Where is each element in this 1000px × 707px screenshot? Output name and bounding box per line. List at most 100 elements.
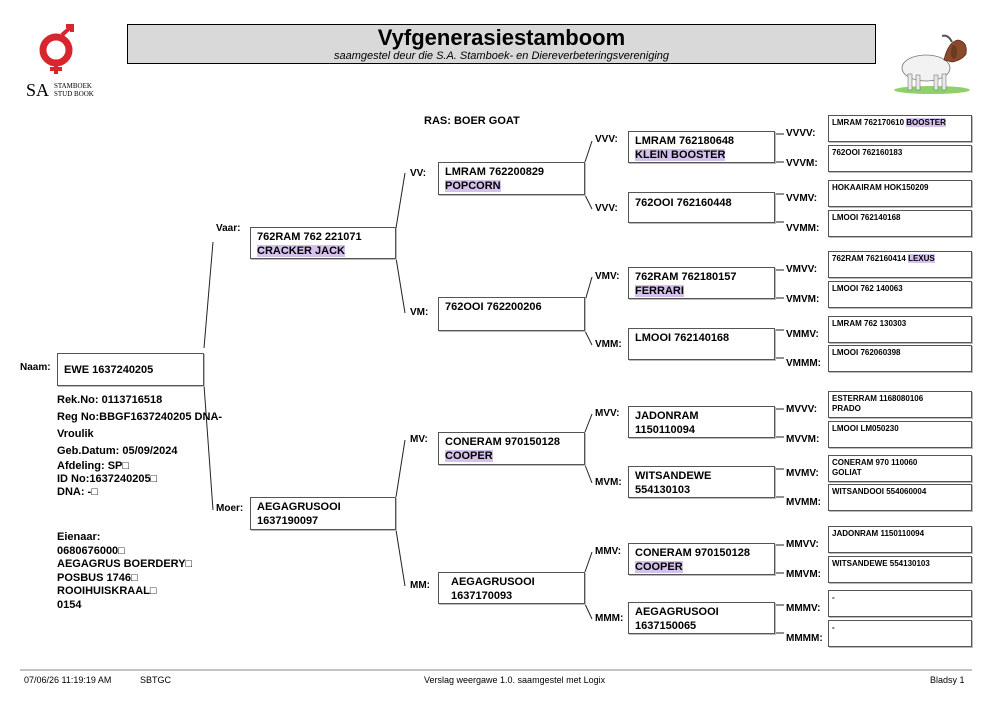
vvv-name: KLEIN BOOSTER: [635, 149, 726, 161]
mvm-label: MVM:: [595, 477, 622, 488]
sire-name: CRACKER JACK: [257, 245, 346, 257]
connector-line: [395, 439, 406, 498]
vv-label: VV:: [410, 168, 427, 179]
symbol-icon: [39, 24, 74, 74]
mmmv-reg: -: [832, 593, 835, 602]
vvvv-label: VVVV:: [786, 128, 816, 139]
vm-reg: 762OOI 762200206: [445, 301, 542, 313]
mvvm-box: LMOOI LM050230: [828, 421, 972, 448]
mmvm-box: WITSANDEWE 554130103: [828, 556, 972, 583]
connector-line: [395, 172, 406, 229]
dam-number: 1637190097: [257, 515, 319, 527]
mm-box: AEGAGRUSOOI 1637170093: [438, 572, 585, 604]
vvvm-label: VVVM:: [786, 158, 818, 169]
stud-book-logo: SA STAMBOEK STUD BOOK: [24, 24, 104, 100]
mmv-name: COOPER: [635, 561, 683, 573]
vvvv-name: BOOSTER: [906, 118, 946, 127]
vmmm-reg: LMOOI 762060398: [832, 348, 901, 357]
vvvv-reg: LMRAM 762170610: [832, 118, 905, 127]
mvv-reg: JADONRAM: [635, 410, 699, 422]
reg-no: Reg No:BBGF1637240205 DNA-: [57, 411, 223, 423]
vvv-reg: LMRAM 762180648: [635, 135, 735, 147]
vmmv-label: VMMV:: [786, 329, 819, 340]
owner-address-1: POSBUS 1746□: [57, 571, 138, 584]
vmvm-box: LMOOI 762 140063: [828, 281, 972, 308]
mvmv-label: MVMV:: [786, 468, 819, 479]
vmmm-box: LMOOI 762060398: [828, 345, 972, 372]
subject-details: Rek.No: 0113716518 Reg No:BBGF1637240205…: [57, 392, 222, 499]
sire-label: Vaar:: [216, 223, 241, 234]
mmm-reg: AEGAGRUSOOI: [635, 606, 719, 618]
connector-line: [395, 529, 406, 587]
page-subtitle: saamgestel deur die S.A. Stamboek- en Di…: [333, 50, 670, 62]
birth-date: Geb.Datum: 05/09/2024: [57, 445, 178, 457]
mvv-label: MVV:: [595, 408, 620, 419]
vmvv-reg: 762RAM 762160414: [832, 254, 906, 263]
vmmv-reg: LMRAM 762 130303: [832, 319, 907, 328]
connector-line: [584, 603, 593, 620]
vv-box: LMRAM 762200829 POPCORN: [438, 162, 585, 195]
vmmv-box: LMRAM 762 130303: [828, 316, 972, 343]
vmvm-reg: LMOOI 762 140063: [832, 284, 903, 293]
vmm-box: LMOOI 762140168: [628, 328, 775, 360]
vvv-label: VVV:: [595, 134, 618, 145]
mmvv-box: JADONRAM 1150110094: [828, 526, 972, 553]
page-title: Vyfgenerasiestamboom: [377, 25, 626, 50]
vvmm-label: VVMM:: [786, 223, 820, 234]
footer-datetime: 07/06/26 11:19:19 AM: [24, 675, 112, 685]
mmmv-box: -: [828, 590, 972, 617]
connector-line: [395, 257, 406, 314]
mm-label: MM:: [410, 580, 430, 591]
footer-code: SBTGC: [140, 675, 172, 685]
vvmv-box: HOKAAIRAM HOK150209: [828, 180, 972, 207]
mmvm-label: MMVM:: [786, 569, 821, 580]
vmm-label: VMM:: [595, 339, 622, 350]
footer-page: Bladsy 1: [930, 675, 965, 685]
mv-reg: CONERAM 970150128: [445, 436, 560, 448]
mvvv-label: MVVV:: [786, 404, 818, 415]
subject-animal-box: EWE 1637240205: [57, 353, 204, 386]
connector-line: [584, 140, 593, 163]
sire-box: 762RAM 762 221071 CRACKER JACK: [250, 227, 396, 259]
vmvv-label: VMVV:: [786, 264, 818, 275]
dam-label: Moer:: [216, 503, 244, 514]
owner-postal-code: 0154: [57, 598, 82, 611]
owner-address-2: ROOIHUISKRAAL□: [57, 585, 157, 597]
vmv-box: 762RAM 762180157 FERRARI: [628, 267, 775, 299]
connector-line: [584, 194, 593, 210]
vmm-reg: LMOOI 762140168: [635, 332, 730, 344]
id-number: ID No:1637240205□: [57, 473, 158, 485]
registration-number: Rek.No: 0113716518: [57, 394, 163, 406]
mvvm-label: MVVM:: [786, 434, 820, 445]
vvm-box: 762OOI 762160448: [628, 192, 775, 223]
vvm-reg: 762OOI 762160448: [635, 197, 732, 209]
connector-line: [584, 413, 593, 433]
subject-label: Naam:: [20, 362, 51, 373]
vv-name: POPCORN: [445, 180, 501, 192]
title-box: Vyfgenerasiestamboom saamgestel deur die…: [127, 24, 876, 64]
vm-box: 762OOI 762200206: [438, 297, 585, 331]
mmv-reg: CONERAM 970150128: [635, 547, 750, 559]
vvmv-reg: HOKAAIRAM HOK150209: [832, 183, 929, 192]
mvvv-reg: ESTERRAM 1168080106: [832, 394, 924, 403]
mmmv-label: MMMV:: [786, 603, 821, 614]
mmmm-box: -: [828, 620, 972, 647]
logo-line-1: STAMBOEK: [54, 82, 92, 90]
mm-number: 1637170093: [451, 590, 513, 602]
mvmm-box: WITSANDOOI 554060004: [828, 484, 972, 511]
division: Afdeling: SP□: [57, 460, 130, 472]
mmvv-reg: JADONRAM 1150110094: [832, 529, 925, 538]
mvm-box: WITSANDEWE 554130103: [628, 466, 775, 498]
mvmv-reg: CONERAM 970 110060: [832, 458, 918, 467]
owner-phone: 0680676000□: [57, 544, 125, 557]
mvv-number: 1150110094: [635, 424, 695, 436]
mvmm-label: MVMM:: [786, 497, 821, 508]
mv-name: COOPER: [445, 450, 493, 462]
owner-details: Eienaar: 0680676000□ AEGAGRUS BOERDERY□ …: [57, 531, 192, 612]
connector-line: [584, 276, 593, 302]
mmvm-reg: WITSANDEWE 554130103: [832, 559, 930, 568]
mv-box: CONERAM 970150128 COOPER: [438, 432, 585, 465]
connector-line: [584, 330, 593, 346]
